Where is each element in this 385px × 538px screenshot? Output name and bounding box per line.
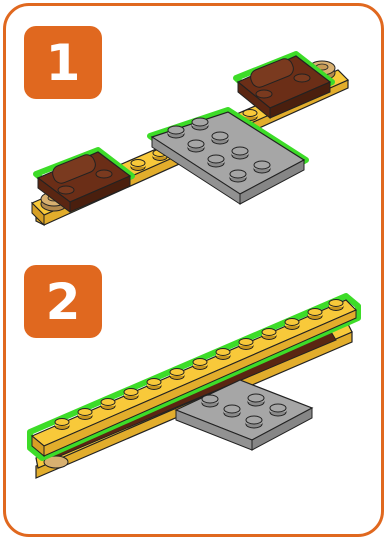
step-2-illustration bbox=[30, 296, 358, 478]
step-1-illustration bbox=[32, 54, 348, 225]
yellow-plate-top bbox=[30, 296, 358, 458]
gray-plate-2x4 bbox=[150, 110, 306, 204]
